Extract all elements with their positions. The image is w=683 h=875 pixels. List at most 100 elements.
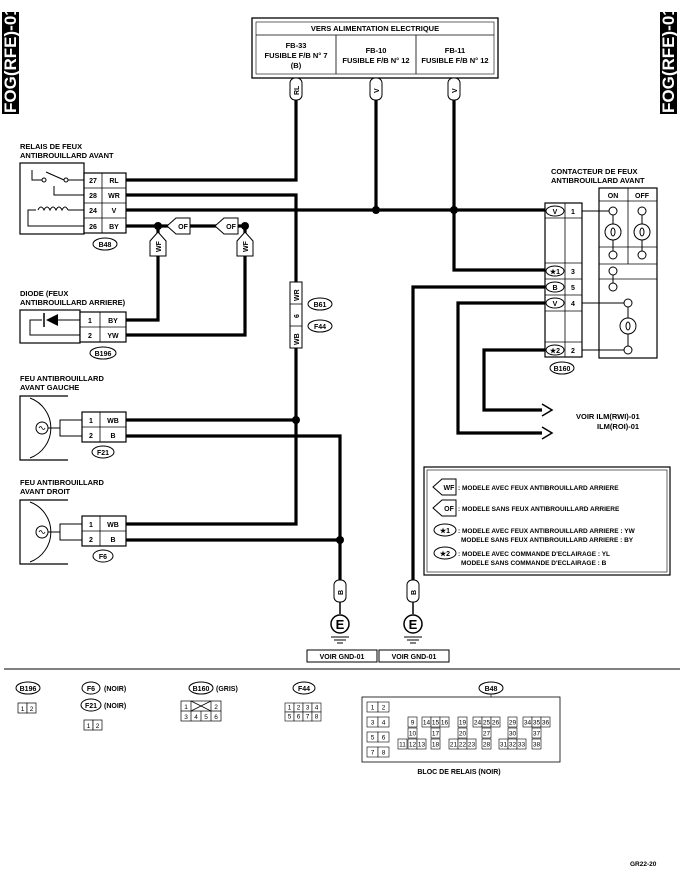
- ground-right: B E VOIR GND-01: [378, 579, 450, 663]
- diode-pin-2: 2: [88, 333, 92, 340]
- conn-f6-note: (NOIR): [104, 686, 126, 693]
- wire-v-fb11: [452, 100, 545, 272]
- connector-cell-box: [457, 716, 468, 728]
- switch-wire-star1: ★1: [550, 268, 560, 276]
- ilm-reference: VOIR ILM(RWI)-01 ILM(ROI)-01: [541, 403, 640, 440]
- fog-switch: CONTACTEUR DE FEUX ANTIBROUILLARD AVANT …: [544, 167, 658, 375]
- connector-cell-box: [516, 738, 527, 750]
- joint-connector-f44: F44: [314, 324, 326, 331]
- switch-pin-1: 1: [571, 209, 575, 216]
- relay-pin-28: 28: [89, 193, 97, 200]
- wire-v-pin4: [456, 301, 545, 435]
- flag-of-1: OF: [178, 224, 188, 231]
- ground-left-symbol: E: [336, 617, 345, 632]
- connector-cell-30: 30: [509, 731, 517, 738]
- connector-cell-box: [311, 711, 322, 722]
- conn-f21-name: F21: [85, 703, 97, 710]
- connector-cell-box: [531, 727, 542, 739]
- connector-cell-box: [430, 727, 441, 739]
- joint-connector-b61: B61: [314, 302, 327, 309]
- conn-b160-cell-5: 5: [204, 714, 208, 721]
- fuse-2-wire: V: [374, 88, 381, 93]
- connector-cell-38: 38: [533, 742, 541, 749]
- fuse-1-line3: (B): [291, 61, 302, 70]
- switch-wire-b: B: [552, 285, 557, 292]
- fuse-3-wire: V: [452, 88, 459, 93]
- connector-cell-box: [397, 738, 408, 750]
- conn-b160-cell-4: 4: [194, 714, 198, 721]
- connector-cell-25: 25: [483, 720, 491, 727]
- connector-cell-2: 2: [297, 705, 301, 712]
- connector-cell-36: 36: [542, 720, 550, 727]
- connector-cell-box: [507, 727, 518, 739]
- connector-view-b196: B196 1 2: [15, 681, 41, 714]
- wire-yw-diode: [126, 226, 247, 337]
- lamp-right-label-2: AVANT DROIT: [20, 487, 71, 496]
- legend-text-star2-a: : MODELE AVEC COMMANDE D'ECLAIRAGE : YL: [458, 551, 610, 558]
- relay-pin-26: 26: [89, 224, 97, 231]
- joint-wire-wr: WR: [294, 289, 301, 301]
- connector-cell-box: [540, 716, 551, 728]
- conn-b160-name: B160: [193, 686, 210, 693]
- connector-cell-4: 4: [382, 720, 386, 727]
- connector-cell-1: 1: [288, 705, 292, 712]
- connector-cell-7: 7: [306, 714, 310, 721]
- conn-b160-cell-3: 3: [184, 714, 188, 721]
- connector-cell-box: [531, 738, 542, 750]
- legend-tag-star1: ★1: [440, 527, 450, 535]
- connector-cell-22: 22: [459, 742, 467, 749]
- connector-cell-9: 9: [411, 720, 415, 727]
- ground-left-wire: B: [338, 590, 345, 595]
- switch-pin-5: 5: [571, 285, 575, 292]
- switch-wire-star2: ★2: [550, 347, 560, 355]
- connector-cell-5: 5: [371, 735, 375, 742]
- conn-b48-name: B48: [485, 686, 498, 693]
- connector-cell-box: [407, 716, 418, 728]
- fuse-3-line2: FUSIBLE F/B N° 12: [421, 56, 488, 65]
- connector-cell-box: [466, 738, 477, 750]
- connector-cell-13: 13: [418, 742, 426, 749]
- connector-cell-box: [439, 716, 450, 728]
- connector-cell-box: [490, 716, 501, 728]
- connector-cell-23: 23: [468, 742, 476, 749]
- diode-label-1: DIODE (FEUX: [20, 289, 68, 298]
- ground-right-symbol: E: [409, 617, 418, 632]
- side-tab-right-text: FOG(RFE)-01: [659, 6, 678, 113]
- joint-pin-6: 6: [294, 314, 301, 318]
- connector-cell-box: [430, 738, 441, 750]
- switch-label-1: CONTACTEUR DE FEUX: [551, 167, 638, 176]
- side-tab-left: FOG(RFE)-01: [1, 6, 20, 114]
- connector-cell-35: 35: [533, 720, 541, 727]
- lamp-right-pin-2: 2: [89, 537, 93, 544]
- fog-lamp-left: FEU ANTIBROUILLARD AVANT GAUCHE 1 WB 2 B…: [19, 374, 127, 461]
- connector-cell-3: 3: [306, 705, 310, 712]
- diode-wire-by: BY: [108, 318, 118, 325]
- ilm-ref-line1: VOIR ILM(RWI)-01: [576, 412, 640, 421]
- connector-cell-32: 32: [509, 742, 517, 749]
- lamp-left-label-2: AVANT GAUCHE: [20, 383, 79, 392]
- legend-text-of: : MODELE SANS FEUX ANTIBROUILLARD ARRIER…: [458, 506, 620, 513]
- ground-right-label: VOIR GND-01: [392, 654, 437, 661]
- fuse-1-wire: RL: [294, 85, 301, 95]
- connector-cell-box: [377, 746, 390, 758]
- relay-wire-v: V: [112, 208, 117, 215]
- switch-col-on: ON: [608, 193, 619, 200]
- side-tab-left-text: FOG(RFE)-01: [1, 6, 20, 113]
- legend-box: WF : MODELE AVEC FEUX ANTIBROUILLARD ARR…: [423, 466, 671, 576]
- wire-star2: [482, 348, 545, 412]
- lamp-right-label-1: FEU ANTIBROUILLARD: [20, 478, 104, 487]
- flag-group: OF OF WF WF: [149, 217, 254, 257]
- connector-cell-15: 15: [432, 720, 440, 727]
- flag-wf-1: WF: [156, 240, 163, 252]
- legend-tag-of: OF: [444, 506, 454, 513]
- lamp-right-connector-f6: F6: [99, 554, 107, 561]
- connector-cell-3: 3: [371, 720, 375, 727]
- lamp-left-wire-wb: WB: [107, 418, 119, 425]
- wire-b-switch: [411, 285, 545, 582]
- switch-connector-b160: B160: [554, 366, 571, 373]
- connector-cell-33: 33: [518, 742, 526, 749]
- conn-f6-name: F6: [87, 686, 95, 693]
- lamp-left-pin-2: 2: [89, 433, 93, 440]
